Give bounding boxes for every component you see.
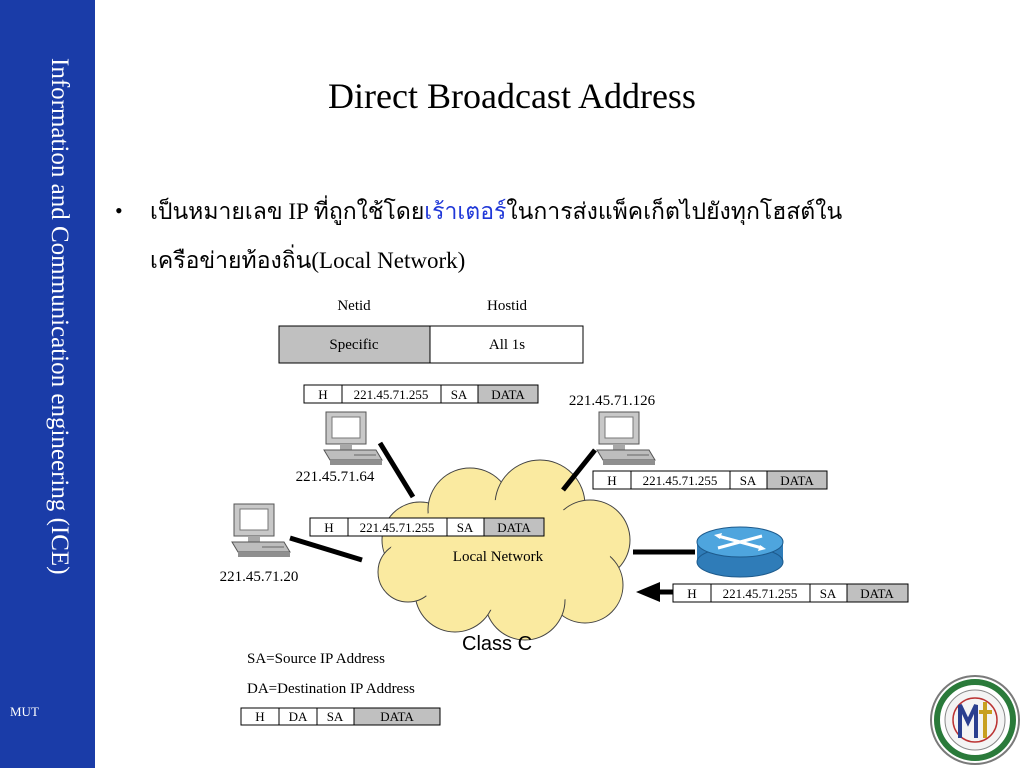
packet-sa: SA (457, 520, 474, 535)
cloud-label: Local Network (453, 549, 544, 565)
slide-title: Direct Broadcast Address (328, 76, 696, 116)
packet-sa: SA (740, 473, 757, 488)
host-20-address: 221.45.71.20 (220, 569, 299, 585)
computer-icon (323, 411, 383, 466)
legend-da: DA (289, 709, 308, 724)
hostid-field (429, 325, 584, 364)
netid-value: Specific (329, 337, 378, 353)
computer-icon (231, 503, 291, 558)
packet-h: H (318, 387, 327, 402)
bullet-marker: • (115, 198, 123, 223)
legend-sa-definition: SA=Source IP Address (247, 651, 385, 667)
packet-4: H 221.45.71.255 SA DATA (672, 583, 909, 603)
host-64-address: 221.45.71.64 (296, 469, 375, 485)
packet-2: H 221.45.71.255 SA DATA (592, 470, 828, 490)
legend-packet-format: H DA SA DATA (240, 707, 441, 726)
incoming-arrow-head (636, 582, 660, 602)
hostid-value: All 1s (489, 337, 525, 353)
university-seal-logo (930, 675, 1020, 765)
class-label: Class C (462, 633, 533, 655)
packet-dest: 221.45.71.255 (643, 473, 718, 488)
packet-h: H (324, 520, 333, 535)
packet-sa: SA (820, 586, 837, 601)
sidebar-footer: MUT (10, 704, 39, 719)
legend-h: H (255, 709, 264, 724)
sidebar: Information and Communication engineerin… (0, 0, 95, 768)
packet-dest: 221.45.71.255 (723, 586, 798, 601)
legend-data: DATA (380, 709, 414, 724)
packet-sa: SA (451, 387, 468, 402)
packet-h: H (687, 586, 696, 601)
packet-3: H 221.45.71.255 SA DATA (309, 517, 545, 537)
computer-icon (596, 411, 656, 466)
netid-label: Netid (337, 298, 371, 314)
packet-data: DATA (497, 520, 531, 535)
bullet-text-a: เป็นหมายเลข IP ที่ถูกใช้โดย (150, 199, 425, 224)
link-host-64 (377, 441, 416, 499)
keyword-router: เร้าเตอร์ (424, 199, 507, 224)
link-host-126 (561, 448, 597, 492)
packet-dest: 221.45.71.255 (354, 387, 429, 402)
router-icon (696, 526, 784, 578)
packet-h: H (607, 473, 616, 488)
packet-dest: 221.45.71.255 (360, 520, 435, 535)
legend-sa: SA (327, 709, 344, 724)
sidebar-title: Information and Communication engineerin… (46, 58, 73, 575)
bullet-line-1: เป็นหมายเลข IP ที่ถูกใช้โดยเร้าเตอร์ในกา… (150, 194, 842, 230)
packet-data: DATA (780, 473, 814, 488)
hostid-label: Hostid (487, 298, 528, 314)
netid-field (278, 325, 431, 364)
host-126-address: 221.45.71.126 (569, 393, 656, 409)
bullet-line-2: เครือข่ายท้องถิ่น(Local Network) (150, 248, 466, 273)
legend-da-definition: DA=Destination IP Address (247, 681, 415, 697)
packet-1: H 221.45.71.255 SA DATA (303, 384, 539, 404)
bullet-text-b: ในการส่งแพ็คเก็ตไปยังทุกโฮสต์ใน (506, 199, 843, 224)
packet-data: DATA (491, 387, 525, 402)
packet-data: DATA (860, 586, 894, 601)
link-host-20 (289, 535, 363, 563)
